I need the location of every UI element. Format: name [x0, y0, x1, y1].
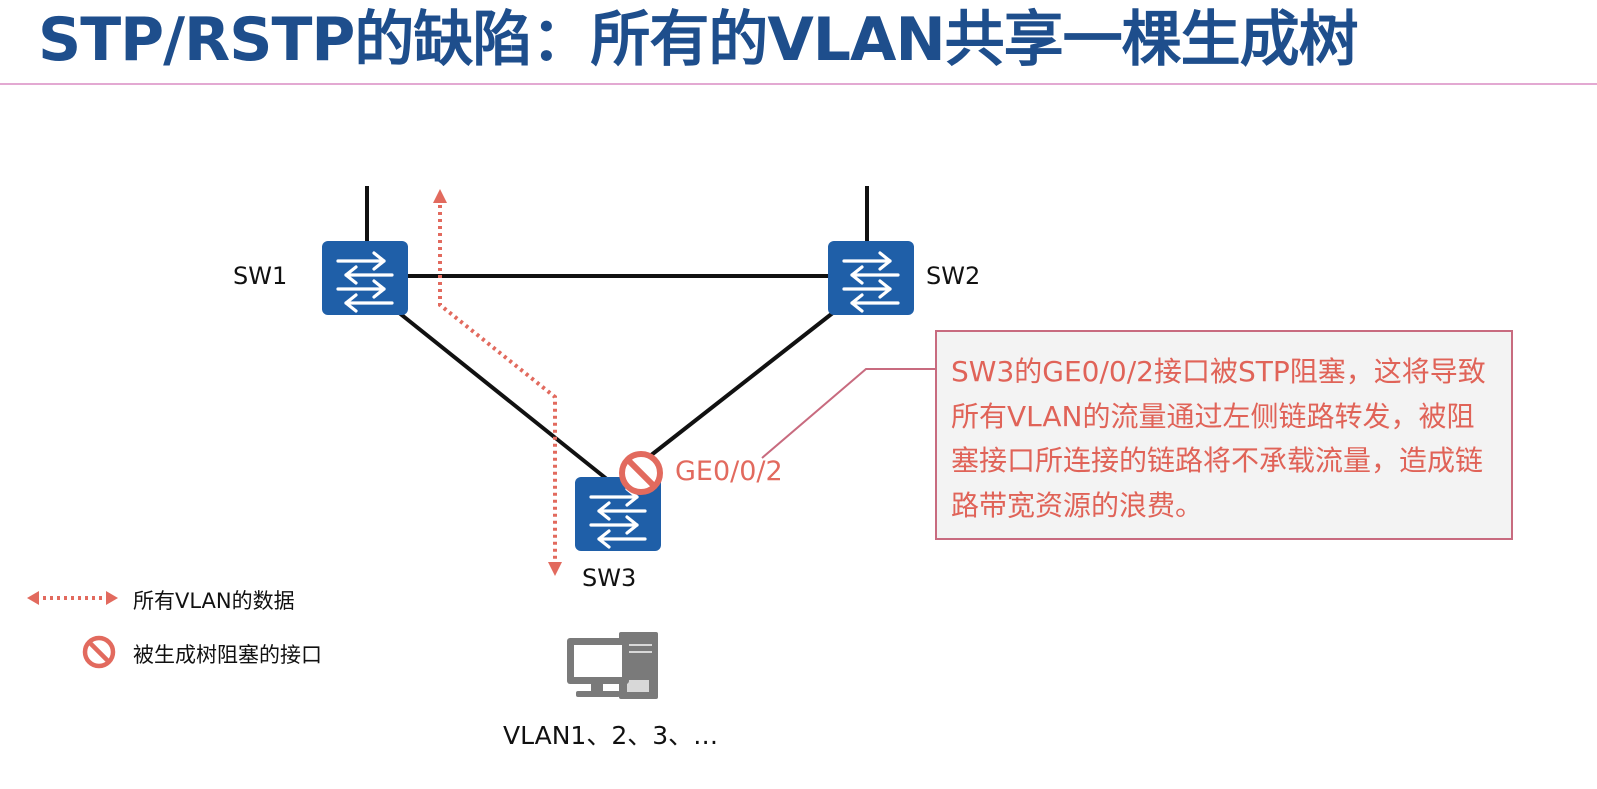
- vlan-data-flow-path: [438, 198, 557, 565]
- switch-sw2-icon: [828, 241, 914, 315]
- title-divider: [0, 83, 1597, 85]
- callout-box: SW3的GE0/0/2接口被STP阻塞，这将导致所有VLAN的流量通过左侧链路转…: [935, 330, 1513, 540]
- legend-blocked-icon: [82, 635, 116, 669]
- switch-sw1-icon: [322, 241, 408, 315]
- callout-leader-line: [761, 368, 935, 459]
- flow-arrow-down-icon: [548, 562, 562, 576]
- legend-flow-icon: [27, 591, 118, 605]
- sw2-label: SW2: [926, 262, 981, 290]
- sw1-label: SW1: [233, 262, 288, 290]
- sw3-label: SW3: [582, 564, 637, 592]
- blocked-port-icon: [619, 451, 663, 495]
- flow-arrow-up-icon: [433, 189, 447, 203]
- switch-sw3-icon: [575, 477, 661, 551]
- host-vlan-label: VLAN1、2、3、…: [503, 721, 719, 750]
- link-sw2-sw3: [648, 310, 836, 458]
- computer-icon: [567, 632, 658, 699]
- blocked-port-label: GE0/0/2: [675, 456, 783, 487]
- link-sw1-sw3: [396, 310, 610, 482]
- legend-blocked-label: 被生成树阻塞的接口: [133, 643, 322, 667]
- page-title: STP/RSTP的缺陷：所有的VLAN共享一棵生成树: [38, 5, 1359, 75]
- legend-data-flow-label: 所有VLAN的数据: [133, 589, 295, 613]
- callout-text: SW3的GE0/0/2接口被STP阻塞，这将导致所有VLAN的流量通过左侧链路转…: [951, 355, 1486, 522]
